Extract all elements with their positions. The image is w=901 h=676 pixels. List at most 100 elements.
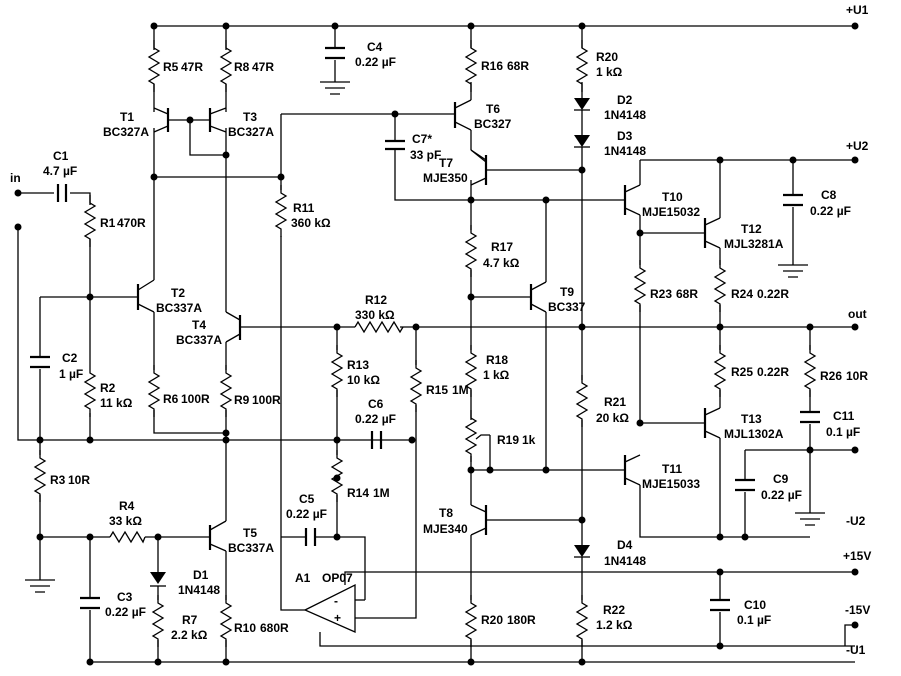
t1-ref: T1 bbox=[120, 110, 134, 124]
t9-ref: T9 bbox=[560, 285, 574, 299]
r7-ref: R7 bbox=[182, 613, 198, 627]
r24-ref: R24 bbox=[731, 287, 753, 301]
r17-ref: R17 bbox=[491, 240, 513, 254]
t3-ref: T3 bbox=[243, 110, 257, 124]
c9-ref: C9 bbox=[773, 472, 789, 486]
r3-ref: R3 bbox=[50, 473, 66, 487]
r1-value: 470R bbox=[117, 216, 146, 230]
r15-value: 1M bbox=[452, 383, 469, 397]
r20-top-value: 1 kΩ bbox=[596, 65, 623, 79]
d3-value: 1N4148 bbox=[604, 144, 646, 158]
t7-value: MJE350 bbox=[423, 171, 468, 185]
rail-label-pos-u1: +U1 bbox=[846, 3, 869, 17]
opamp-value: OP07 bbox=[322, 571, 353, 585]
c1-value: 4.7 µF bbox=[43, 164, 77, 178]
r11-value: 360 kΩ bbox=[291, 216, 331, 230]
c8-ref: C8 bbox=[821, 188, 837, 202]
opamp-minus-label: - bbox=[334, 594, 338, 608]
capacitor-symbols bbox=[30, 46, 820, 612]
r9-value: 100R bbox=[252, 393, 281, 407]
rail-label-neg-u1: -U1 bbox=[846, 643, 866, 657]
c7-ref: C7* bbox=[412, 132, 432, 146]
c7-value: 33 pF bbox=[410, 148, 441, 162]
r10-value: 680R bbox=[260, 621, 289, 635]
r6-ref: R6 bbox=[163, 392, 179, 406]
r7-value: 2.2 kΩ bbox=[171, 628, 208, 642]
c8-value: 0.22 µF bbox=[810, 204, 851, 218]
resistor-symbols bbox=[34, 39, 816, 648]
d1-value: 1N4148 bbox=[178, 583, 220, 597]
opamp-labels: A1 OP07 - + bbox=[295, 571, 353, 625]
r11-ref: R11 bbox=[293, 201, 315, 215]
r10-ref: R10 bbox=[234, 621, 256, 635]
r20-bottom-ref: R20 bbox=[481, 613, 503, 627]
opamp-symbol bbox=[303, 583, 356, 633]
t5-ref: T5 bbox=[243, 526, 257, 540]
r4-ref: R4 bbox=[119, 499, 135, 513]
r18-value: 1 kΩ bbox=[483, 368, 510, 382]
r18-ref: R18 bbox=[486, 353, 508, 367]
r5-ref: R5 bbox=[163, 60, 179, 74]
c6-value: 0.22 µF bbox=[355, 412, 396, 426]
t12-value: MJL3281A bbox=[724, 237, 784, 251]
r19-value: 1k bbox=[522, 433, 536, 447]
c3-ref: C3 bbox=[117, 590, 133, 604]
t6-ref: T6 bbox=[486, 102, 500, 116]
r20-bottom-value: 180R bbox=[507, 613, 536, 627]
c5-value: 0.22 µF bbox=[286, 507, 327, 521]
rail-label-neg-15v: -15V bbox=[845, 603, 870, 617]
t10-ref: T10 bbox=[662, 190, 683, 204]
r13-value: 10 kΩ bbox=[347, 373, 380, 387]
c10-value: 0.1 µF bbox=[737, 613, 771, 627]
d2-ref: D2 bbox=[617, 93, 633, 107]
t6-value: BC327 bbox=[474, 117, 512, 131]
r6-value: 100R bbox=[181, 392, 210, 406]
r16-value: 68R bbox=[507, 59, 529, 73]
c1-ref: C1 bbox=[53, 149, 69, 163]
capacitor-labels: C1 4.7 µF C2 1 µF C3 0.22 µF C4 0.22 µF … bbox=[43, 40, 860, 627]
c4-value: 0.22 µF bbox=[355, 55, 396, 69]
r2-ref: R2 bbox=[100, 381, 116, 395]
transistor-symbols bbox=[136, 99, 721, 552]
t2-ref: T2 bbox=[171, 286, 185, 300]
t5-value: BC337A bbox=[228, 541, 274, 555]
c3-value: 0.22 µF bbox=[105, 605, 146, 619]
d2-value: 1N4148 bbox=[604, 108, 646, 122]
t2-value: BC337A bbox=[156, 301, 202, 315]
r16-ref: R16 bbox=[481, 59, 503, 73]
transistor-labels: T1 BC327A T2 BC337A T3 BC327A T4 BC337A … bbox=[103, 102, 784, 555]
c4-ref: C4 bbox=[367, 40, 383, 54]
t9-value: BC337 bbox=[548, 300, 586, 314]
d4-ref: D4 bbox=[617, 538, 633, 552]
c5-ref: C5 bbox=[299, 492, 315, 506]
c11-value: 0.1 µF bbox=[826, 425, 860, 439]
t13-value: MJL1302A bbox=[724, 427, 784, 441]
t12-ref: T12 bbox=[741, 222, 762, 236]
r14-value: 1M bbox=[373, 486, 390, 500]
t8-value: MJE340 bbox=[423, 522, 468, 536]
input-label: in bbox=[10, 171, 21, 185]
r25-ref: R25 bbox=[731, 365, 753, 379]
rail-label-neg-u2: -U2 bbox=[846, 514, 866, 528]
r8-ref: R8 bbox=[234, 60, 250, 74]
t4-ref: T4 bbox=[192, 318, 206, 332]
r21-value: 20 kΩ bbox=[596, 411, 629, 425]
t1-value: BC327A bbox=[103, 125, 149, 139]
r15-ref: R15 bbox=[426, 383, 448, 397]
r21-ref: R21 bbox=[604, 395, 626, 409]
t7-ref: T7 bbox=[439, 156, 453, 170]
r12-ref: R12 bbox=[365, 293, 387, 307]
rail-label-pos-15v: +15V bbox=[843, 549, 871, 563]
c10-ref: C10 bbox=[744, 598, 766, 612]
rail-label-pos-u2: +U2 bbox=[846, 139, 869, 153]
ground-symbols bbox=[25, 81, 825, 593]
opamp-ref: A1 bbox=[295, 571, 311, 585]
r3-value: 10R bbox=[68, 473, 90, 487]
t11-value: MJE15033 bbox=[642, 477, 700, 491]
r8-value: 47R bbox=[252, 60, 274, 74]
r22-value: 1.2 kΩ bbox=[596, 618, 633, 632]
d3-ref: D3 bbox=[617, 129, 633, 143]
r26-ref: R26 bbox=[820, 369, 842, 383]
junction-dots bbox=[14, 22, 859, 666]
r24-value: 0.22R bbox=[757, 287, 789, 301]
